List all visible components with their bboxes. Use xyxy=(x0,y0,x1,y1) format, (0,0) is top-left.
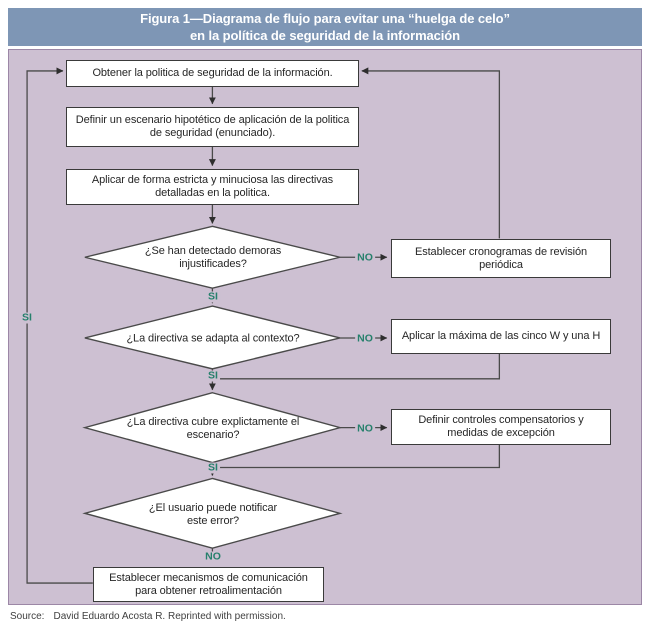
branch-label-si-feedback-loop: SI xyxy=(20,311,34,324)
source-text: David Eduardo Acosta R. Reprinted with p… xyxy=(53,611,286,622)
side-action-five-w: Aplicar la máxima de las cinco W y una H xyxy=(391,319,611,354)
branch-label-si-explicit: SI xyxy=(206,461,220,474)
connector-lines xyxy=(26,67,501,584)
decision-explicit-text: ¿La directiva cubre explictamente el esc… xyxy=(126,416,300,441)
flowchart-panel: Obtener la politica de seguridad de la i… xyxy=(8,49,642,605)
decision-notify-text: ¿El usuario puede notificar este error? xyxy=(148,502,278,527)
branch-label-no-explicit: NO xyxy=(355,422,375,435)
step-obtain-policy: Obtener la politica de seguridad de la i… xyxy=(66,60,359,87)
title-line-1: Figura 1—Diagrama de flujo para evitar u… xyxy=(140,11,510,26)
line-feedback-loop-left xyxy=(26,67,93,584)
arrow-schedules-loop-top xyxy=(361,67,501,239)
decision-diamond-context xyxy=(84,305,341,370)
side-action-controls: Definir controles compensatorios y medid… xyxy=(391,409,611,445)
line-controls-merge xyxy=(212,443,501,469)
title-line-2: en la política de seguridad de la inform… xyxy=(189,28,460,43)
branch-label-si-context: SI xyxy=(206,369,220,382)
decision-delays-text: ¿Se han detectado demoras injustificades… xyxy=(144,245,282,270)
source-credit: Source: David Eduardo Acosta R. Reprinted… xyxy=(10,611,286,622)
step-apply-directives: Aplicar de forma estricta y minuciosa la… xyxy=(66,169,359,205)
branch-label-no-delays: NO xyxy=(355,251,375,264)
side-action-schedules: Establecer cronogramas de revisión perió… xyxy=(391,239,611,278)
branch-label-si-delays: SI xyxy=(206,290,220,303)
branch-label-no-notify: NO xyxy=(203,550,223,563)
step-feedback: Establecer mecanismos de comunicación pa… xyxy=(93,567,324,602)
branch-label-no-context: NO xyxy=(355,332,375,345)
source-label: Source: xyxy=(10,611,45,622)
step-define-scenario: Definir un escenario hipotético de aplic… xyxy=(66,107,359,147)
decision-diamond-notify xyxy=(82,477,343,549)
decision-context-text: ¿La directiva se adapta al contexto? xyxy=(126,332,300,345)
decision-diamond-delays xyxy=(84,225,341,289)
figure-title: Figura 1—Diagrama de flujo para evitar u… xyxy=(8,8,642,46)
line-fivew-merge xyxy=(212,352,501,380)
